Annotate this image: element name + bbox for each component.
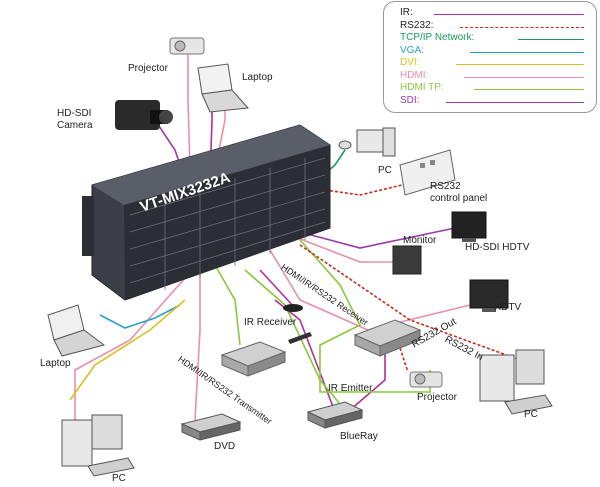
blueray-icon [306, 401, 364, 429]
legend-item-label: IR: [400, 7, 413, 18]
label-ir-receiver: IR Receiver [244, 317, 297, 328]
hdtv-sdi-icon [451, 211, 487, 242]
hdmitp-cable-blueray [244, 269, 346, 411]
legend-item-label: HDMI: [400, 69, 429, 81]
hdmi-cable-monitor [289, 234, 395, 263]
ir-receiver-icon [283, 304, 312, 344]
label-hdtv-sdi: HD-SDI HDTV [465, 242, 530, 253]
label-camera: HD-SDI Camera [57, 108, 93, 131]
label-dvd: DVD [214, 441, 236, 452]
rs232-cable-projector [399, 347, 409, 373]
projector-icon-bottom [409, 371, 443, 388]
label-laptop-top: Laptop [242, 72, 273, 83]
label-pc-top: PC [378, 165, 392, 176]
legend-item-label: TCP/IP Network: [400, 32, 475, 43]
laptop-icon-top [197, 63, 250, 113]
legend-line-swatch [460, 26, 584, 28]
legend-item-label: RS232: [400, 19, 434, 31]
legend-line-swatch [464, 76, 584, 78]
legend-item-label: HDMI TP: [400, 82, 444, 93]
ir-cable-emitter [349, 350, 386, 411]
dvi-cable-pc [69, 299, 186, 401]
label-hdtv: HDTV [494, 302, 522, 313]
legend-line-swatch [518, 39, 584, 40]
monitor-icon [392, 245, 422, 275]
label-pc-right: PC [524, 409, 538, 420]
transmitter-icon [220, 341, 287, 377]
rs232-cable-pc [299, 244, 521, 361]
laptop-icon-left [47, 304, 106, 357]
label-pc-bottom-left: PC [112, 473, 126, 484]
pc-icon-top [338, 127, 396, 157]
label-blueray: BlueRay [340, 431, 378, 442]
legend-item-label: SDI: [400, 94, 420, 106]
receiver-icon [353, 319, 422, 357]
legend-line-swatch [474, 89, 584, 90]
legend-item-label: VGA: [400, 44, 424, 56]
dvd-icon [180, 413, 242, 441]
rs232-cable-panel [324, 184, 403, 196]
hdmi-cable-projector [187, 40, 191, 171]
matrix-switcher: VT-MIX3232A [82, 124, 331, 301]
legend-line-swatch [446, 101, 584, 103]
label-ir-emitter: IR Emitter [328, 383, 373, 394]
hdmi-cable-hdtv [269, 249, 471, 331]
label-rs232-panel: RS232 control panel [430, 181, 488, 204]
pc-icon-bottom-left [61, 414, 135, 477]
pc-icon-right [479, 349, 553, 415]
vga-cable-laptop [99, 304, 181, 329]
legend: IR:RS232:TCP/IP Network:VGA:DVI:HDMI:HDM… [383, 1, 597, 113]
projector-icon-top [169, 37, 205, 55]
legend-item-label: DVI: [400, 57, 420, 68]
hdmi-cable-pc [74, 249, 211, 420]
hdmitp-cable-transmitter [214, 264, 241, 346]
control-panel-icon [399, 149, 456, 196]
label-projector-bottom: Projector [417, 392, 458, 403]
ir-cable-receiver [259, 269, 296, 309]
hdmi-cable-dvd [194, 265, 201, 421]
legend-line-swatch [456, 64, 584, 65]
label-monitor: Monitor [403, 235, 437, 246]
legend-line-swatch [434, 14, 584, 15]
rack-ear [82, 196, 94, 256]
cables [69, 40, 521, 421]
label-projector-top: Projector [128, 63, 169, 74]
hdmitp-cable-receiver [299, 239, 431, 393]
legend-line-swatch [470, 51, 584, 53]
matrix-ports [129, 157, 326, 290]
sdi-cable-hdtv [299, 227, 456, 249]
ir-cable-blueray [274, 299, 336, 413]
label-laptop-left: Laptop [40, 358, 71, 369]
camera-icon [115, 100, 173, 130]
hdtv-icon [469, 279, 509, 312]
